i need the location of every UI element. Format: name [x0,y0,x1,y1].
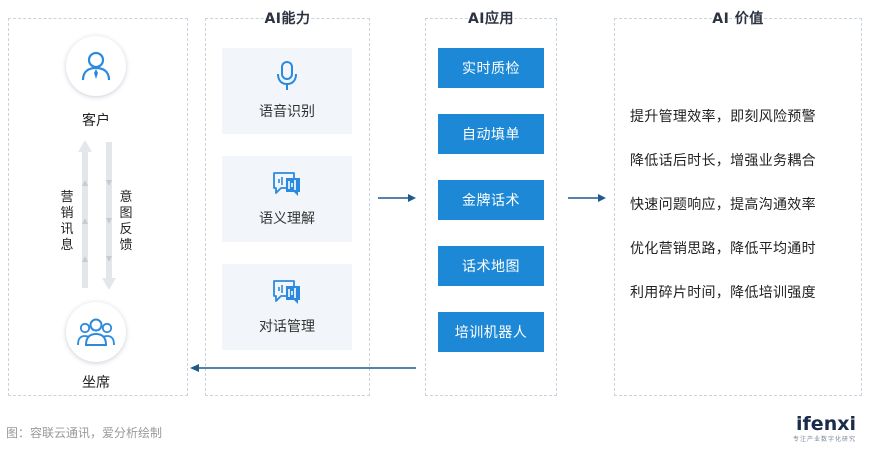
speech-wave-icon [273,280,300,304]
ability-dialogue-management: 对话管理 [222,264,352,350]
ability-label: 语义理解 [259,211,315,227]
agent-label: 坐席 [82,375,110,391]
ability-label: 语音识别 [259,104,315,120]
value-item: 快速问题响应，提高沟通效率 [630,197,816,213]
figure-caption: 图：容联云通讯，爱分析绘制 [6,426,163,440]
agent-avatar [66,302,126,362]
app-golden-script: 金牌话术 [438,180,544,220]
app-training-robot: 培训机器人 [438,312,544,352]
app-script-map: 话术地图 [438,246,544,286]
ability-semantic-understanding: 语义理解 [222,156,352,242]
ability-label: 对话管理 [259,319,315,335]
marketing-info-label: 营销讯息 [60,190,74,253]
microphone-icon [277,61,297,90]
ai-value-title: AI 价值 [712,11,764,27]
upward-flow-arrow [78,140,92,288]
application-to-value-arrow [568,194,606,202]
speech-wave-icon [273,172,300,196]
customer-label: 客户 [82,113,110,129]
value-item: 降低话后时长，增强业务耦合 [630,153,816,169]
downward-flow-arrow [102,142,116,290]
application-to-agent-return-arrow [190,364,416,372]
customer-icon [81,51,111,81]
value-item: 优化营销思路，降低平均通时 [630,241,816,257]
value-item: 利用碎片时间，降低培训强度 [630,285,816,301]
logo-tagline: 专注产业数字化研究 [792,436,856,443]
app-auto-form-fill: 自动填单 [438,114,544,154]
ifenxi-logo: ifenxi 专注产业数字化研究 [793,414,856,443]
ai-value-panel [614,18,862,396]
ai-ability-title: AI能力 [264,11,311,27]
customer-avatar [66,36,126,96]
ability-speech-recognition: 语音识别 [222,48,352,134]
value-item: 提升管理效率，即刻风险预警 [630,109,816,125]
intent-feedback-label: 意图反馈 [119,190,133,253]
logo-wordmark: ifenxi [796,413,856,435]
ai-application-title: AI应用 [467,11,515,27]
agents-group-icon [77,318,115,346]
app-realtime-qa: 实时质检 [438,48,544,88]
ability-to-application-arrow [378,194,416,202]
